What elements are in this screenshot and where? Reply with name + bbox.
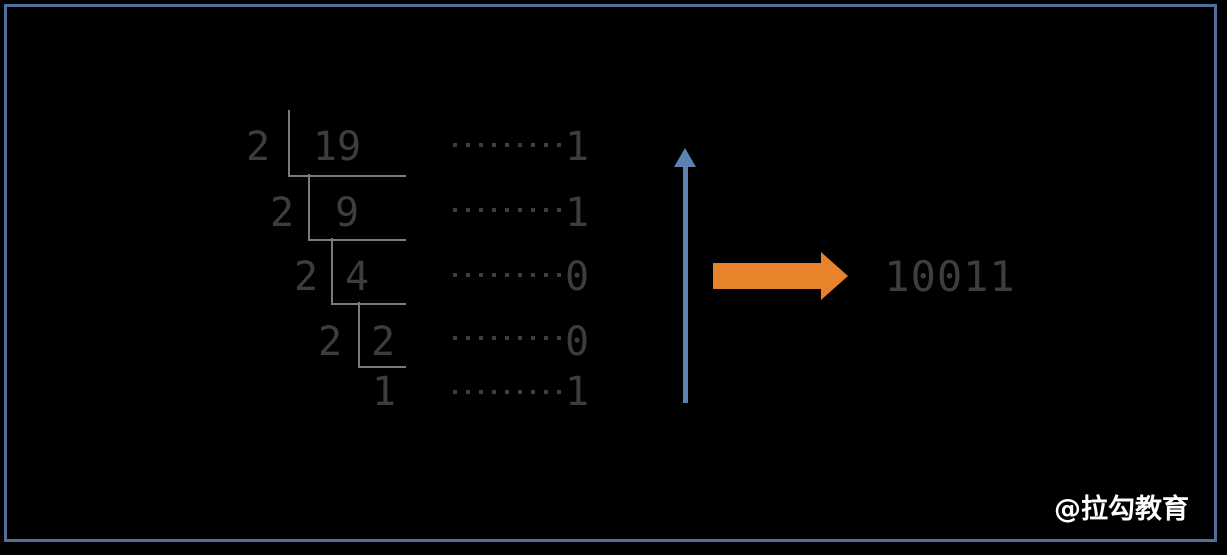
division-divisor: 2: [293, 254, 319, 300]
binary-result-value: 10011: [884, 252, 1016, 301]
division-remainder: 0: [564, 254, 590, 300]
bracket-vertical-line-3: [331, 238, 333, 304]
division-remainder: 0: [564, 319, 590, 365]
right-arrow-head-icon: [821, 252, 848, 300]
bracket-horizontal-line-4: [358, 366, 406, 368]
division-final-quotient: 1: [371, 369, 397, 415]
dotted-leader: [453, 273, 567, 277]
dotted-leader: [453, 390, 567, 394]
division-remainder: 1: [564, 190, 590, 236]
up-arrow-head-icon: [674, 148, 696, 167]
bracket-horizontal-line-3: [331, 303, 406, 305]
dotted-leader: [453, 336, 567, 340]
bracket-horizontal-line-1: [288, 175, 406, 177]
bracket-vertical-line-1: [288, 110, 290, 176]
dotted-leader: [453, 208, 567, 212]
division-divisor: 2: [269, 190, 295, 236]
division-dividend: 9: [334, 190, 360, 236]
bracket-horizontal-line-2: [308, 239, 406, 241]
division-divisor: 2: [317, 319, 343, 365]
division-final-remainder: 1: [564, 369, 590, 415]
right-arrow-body: [713, 263, 821, 289]
bracket-vertical-line-4: [358, 302, 360, 367]
division-dividend: 2: [370, 319, 396, 365]
bracket-vertical-line-2: [308, 174, 310, 240]
watermark-text: @拉勾教育: [1054, 494, 1189, 525]
division-dividend: 4: [344, 254, 370, 300]
division-dividend: 19: [312, 124, 362, 170]
division-remainder: 1: [564, 124, 590, 170]
dotted-leader: [453, 143, 567, 147]
up-arrow-shaft: [683, 166, 688, 403]
division-divisor: 2: [245, 124, 271, 170]
slide-border: [4, 4, 1217, 542]
